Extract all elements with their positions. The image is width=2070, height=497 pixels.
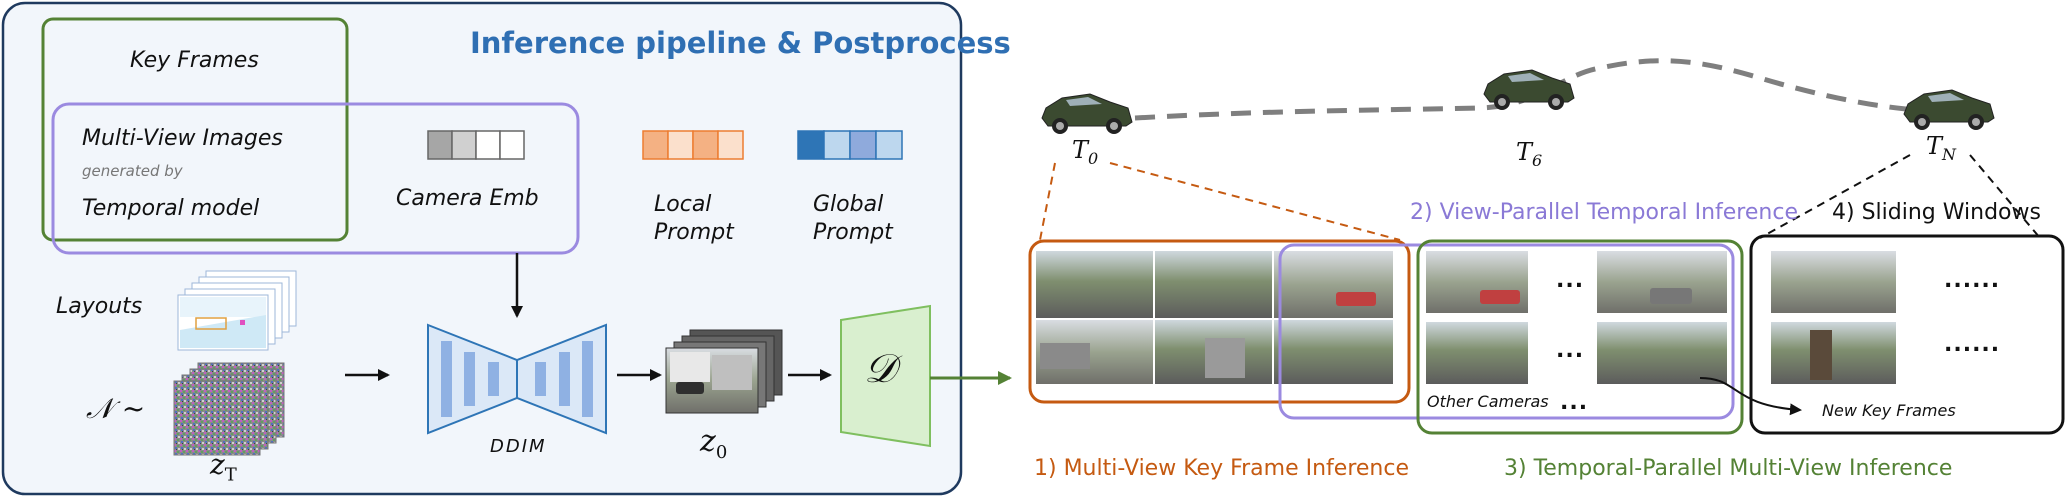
- tn-symbol: T: [1926, 132, 1943, 160]
- layouts-label: Layouts: [56, 294, 143, 319]
- tn-label: TN: [1926, 132, 1956, 164]
- pipeline-title: Inference pipeline & Postprocess: [470, 26, 1011, 60]
- leader-t0-left: [1039, 162, 1056, 241]
- decoder-label: 𝒟: [864, 346, 896, 392]
- key-frames-box: [41, 17, 349, 242]
- local-prompt-blocks: [642, 130, 744, 160]
- z-t-label: zT: [210, 448, 237, 486]
- z-t-subscript: T: [224, 464, 237, 486]
- step1-label: 1) Multi-View Key Frame Inference: [1034, 456, 1409, 481]
- z0-image-stack: [665, 329, 783, 414]
- ellipsis-row2: ...: [1556, 338, 1585, 363]
- multi-view-images-label: Multi-View Images: [82, 126, 283, 151]
- step2-label: 2) View-Parallel Temporal Inference: [1410, 200, 1798, 225]
- ddim-label: DDIM: [490, 436, 547, 457]
- camera-emb-label: Camera Emb: [396, 186, 539, 211]
- local-prompt-label-line2: Prompt: [654, 220, 734, 245]
- key-frames-label: Key Frames: [130, 48, 259, 73]
- global-prompt-label-line1: Global: [813, 192, 884, 217]
- z-0-label: z0: [700, 424, 727, 463]
- ellipsis-sliding-row1: ......: [1944, 268, 2001, 293]
- noise-stack-icon: [173, 362, 285, 456]
- z-t-symbol: z: [210, 448, 225, 481]
- car-icon: [1483, 69, 1575, 110]
- car-icon: [1041, 93, 1133, 134]
- leader-tn-left: [1759, 154, 1911, 239]
- trajectory-path: [1134, 58, 1921, 121]
- step2-box: [1278, 243, 1735, 420]
- car-icon: [1903, 89, 1995, 130]
- ellipsis-sliding-row2: ......: [1944, 332, 2001, 357]
- step4-label: 4) Sliding Windows: [1832, 200, 2041, 225]
- ellipsis-row3: ...: [1560, 390, 1589, 415]
- ellipsis-row1: ...: [1556, 268, 1585, 293]
- step3-box: [1416, 239, 1744, 435]
- left-panel: [1, 1, 963, 496]
- generated-by-label: generated by: [82, 162, 183, 180]
- t0-subscript: 0: [1088, 148, 1099, 168]
- step3-label: 3) Temporal-Parallel Multi-View Inferenc…: [1504, 456, 1953, 481]
- global-prompt-label-line2: Prompt: [813, 220, 893, 245]
- decoder-shape: [840, 304, 931, 448]
- photo-grid-sliding: [1771, 251, 1896, 384]
- step1-box: [1028, 239, 1411, 404]
- t6-subscript: 6: [1532, 150, 1543, 170]
- t0-symbol: T: [1072, 136, 1089, 164]
- camera-emb-blocks: [427, 130, 525, 160]
- t6-label: T6: [1516, 138, 1542, 170]
- temporal-model-label: Temporal model: [82, 196, 260, 221]
- photo-grid-overlap: [1286, 251, 1393, 384]
- local-prompt-label-line1: Local: [654, 192, 712, 217]
- new-key-frames-arrow: [1699, 377, 1802, 416]
- leader-tn-right: [1969, 154, 2041, 239]
- noise-distribution-label: 𝒩 ~: [86, 392, 146, 425]
- t0-label: T0: [1072, 136, 1098, 168]
- leader-t0-right: [1109, 162, 1401, 241]
- photo-grid-temporal: [1426, 251, 1727, 384]
- multi-view-box: [51, 102, 580, 255]
- new-key-frames-label: New Key Frames: [1822, 401, 1956, 420]
- layout-stack-icon: [177, 270, 297, 351]
- step4-box: [1749, 234, 2065, 435]
- global-prompt-blocks: [797, 130, 903, 160]
- ddim-unet-icon: [427, 323, 607, 435]
- t6-symbol: T: [1516, 138, 1533, 166]
- z-0-subscript: 0: [715, 442, 728, 463]
- z-0-symbol: z: [700, 424, 716, 459]
- other-cameras-label: Other Cameras: [1427, 392, 1549, 411]
- tn-subscript: N: [1942, 144, 1957, 164]
